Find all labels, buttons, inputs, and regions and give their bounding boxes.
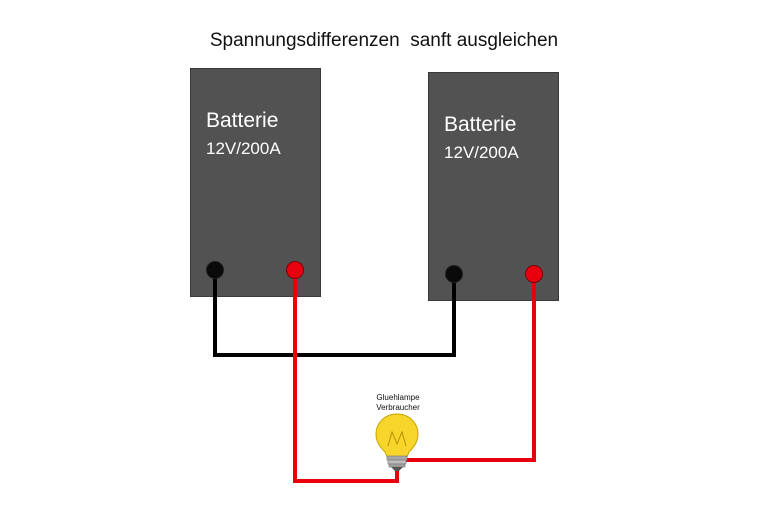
battery-right-positive-terminal: [525, 265, 543, 283]
battery-left-positive-terminal: [286, 261, 304, 279]
battery-right-name: Batterie: [444, 113, 517, 136]
lamp-label-line1: Gluehlampe: [376, 393, 420, 402]
battery-left: Batterie 12V/200A: [190, 68, 321, 297]
battery-left-negative-terminal: [206, 261, 224, 279]
light-bulb-icon: [375, 413, 419, 471]
battery-right-negative-terminal: [445, 265, 463, 283]
battery-right: Batterie 12V/200A: [428, 72, 559, 301]
diagram-title: Spannungsdifferenzen sanft ausgleichen: [209, 30, 559, 51]
battery-left-name: Batterie: [206, 109, 279, 132]
battery-left-spec: 12V/200A: [206, 139, 281, 158]
positive-wire-right: [404, 274, 536, 462]
positive-wire-left: [293, 270, 399, 483]
lamp-label-line2: Verbraucher: [376, 403, 420, 412]
negative-wire: [213, 270, 456, 357]
battery-right-spec: 12V/200A: [444, 143, 519, 162]
